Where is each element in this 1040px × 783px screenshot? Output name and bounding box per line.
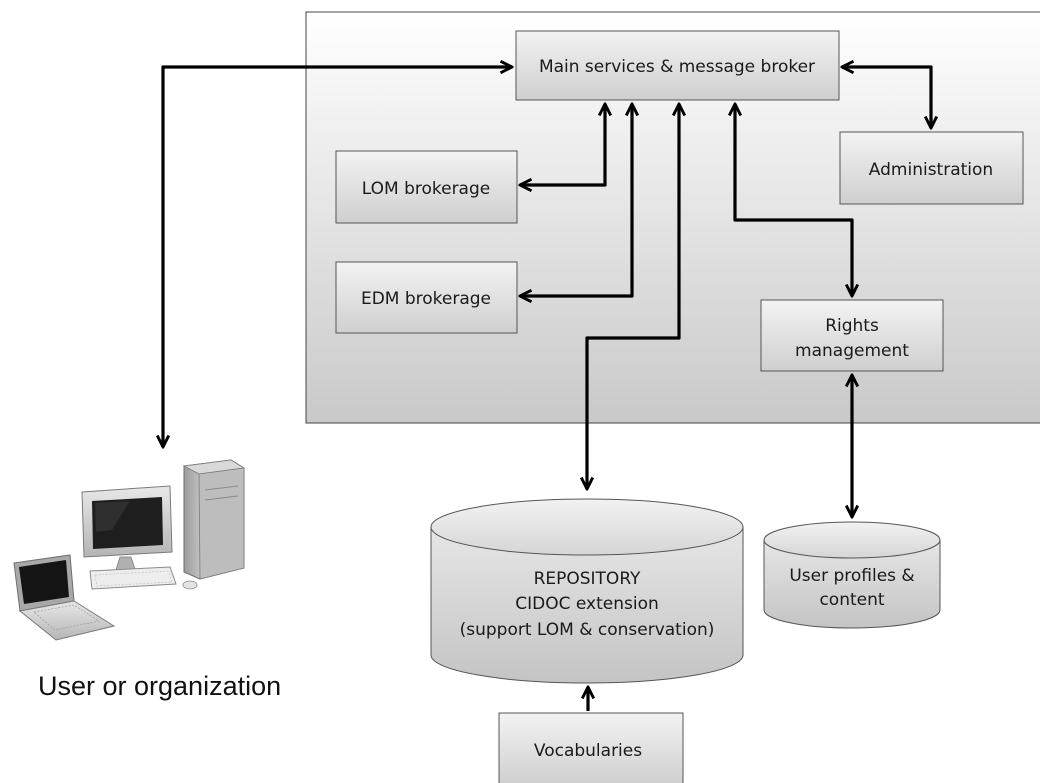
arrow-broker-to-administration — [842, 67, 931, 128]
vocabularies-label: Vocabularies — [534, 741, 642, 761]
user-profiles-label-line1: User profiles & — [789, 566, 914, 586]
repository-cylinder: REPOSITORY CIDOC extension (support LOM … — [430, 498, 744, 684]
repository-label-line1: REPOSITORY — [534, 569, 641, 589]
administration-box: Administration — [839, 131, 1024, 205]
lom-brokerage-box: LOM brokerage — [335, 150, 518, 224]
rights-management-box: Rights management — [760, 299, 944, 372]
main-broker-label: Main services & message broker — [539, 57, 815, 77]
arrow-broker-to-rights — [735, 104, 852, 296]
rights-label-line2: management — [795, 341, 909, 361]
lom-brokerage-label: LOM brokerage — [362, 179, 490, 199]
repository-label-line2: CIDOC extension — [515, 594, 659, 614]
rights-label-line1: Rights — [825, 316, 879, 336]
arrow-broker-to-repository — [587, 104, 679, 489]
arrow-user-to-broker — [163, 67, 512, 447]
user-profiles-label-line2: content — [819, 590, 884, 610]
main-broker-box: Main services & message broker — [515, 30, 840, 101]
user-organization-label: User or organization — [38, 671, 281, 701]
edm-brokerage-label: EDM brokerage — [361, 289, 491, 309]
user-profiles-cylinder: User profiles & content — [763, 521, 941, 629]
desktop-and-laptop-computers-icon — [13, 459, 246, 641]
repository-label-line3: (support LOM & conservation) — [460, 620, 715, 640]
vocabularies-box: Vocabularies — [498, 712, 684, 783]
edm-brokerage-box: EDM brokerage — [335, 261, 518, 334]
administration-label: Administration — [869, 160, 993, 180]
